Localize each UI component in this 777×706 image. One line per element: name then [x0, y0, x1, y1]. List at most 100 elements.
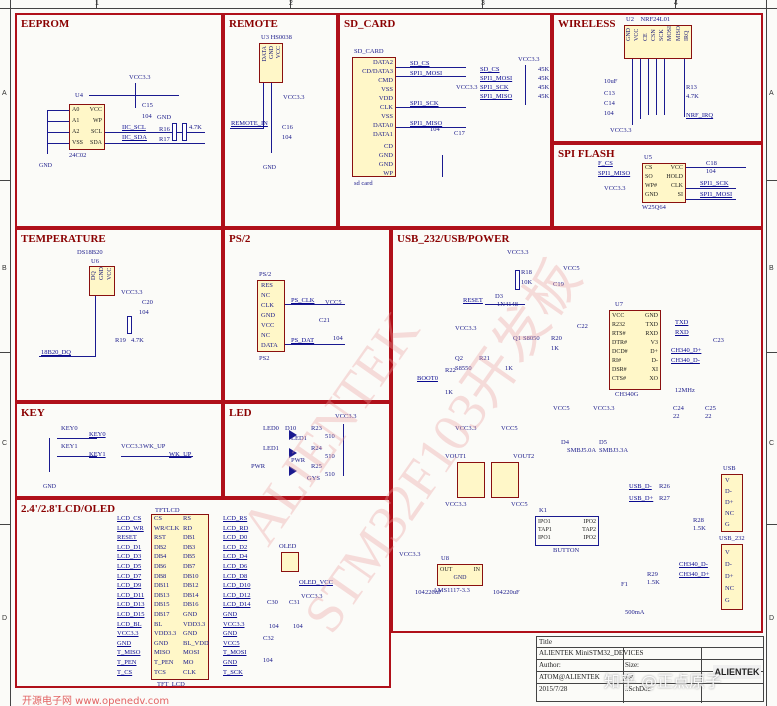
cap-c15: C15: [142, 102, 153, 109]
zone-row-b: B: [2, 265, 7, 272]
net-iic-sda: IIC_SDA: [122, 134, 147, 141]
panel-temperature: TEMPERATURE DS18B20 U6 DQ GND VCC VCC3.3…: [15, 228, 223, 402]
panel-remote: REMOTE U3 HS0038 DATA GND VCC REMOTE_IN …: [223, 13, 338, 228]
lcd-left-pin: T_PEN: [154, 659, 174, 666]
panel-title-eeprom: EEPROM: [21, 18, 70, 30]
eeprom-part: 24C02: [69, 152, 87, 159]
lcd-left-pin: DB15: [154, 601, 170, 609]
author-value: ATOM@ALIENTEK: [539, 673, 600, 681]
lcd-left-net: LCD_D11: [117, 591, 145, 599]
cap-c16: C16: [282, 124, 293, 131]
net-18b20-dq: 18B20_DQ: [41, 349, 71, 356]
lcd-right-net: LCD_D0: [223, 534, 248, 542]
zone-row-a: A: [2, 90, 7, 97]
lcd-left-pin: WR/CLK: [154, 524, 180, 532]
zone-col-1: 1: [95, 0, 99, 7]
net-remote-in: REMOTE_IN: [231, 120, 268, 127]
frame-right: [766, 0, 767, 706]
lcd-right-pin: DB5: [183, 553, 196, 561]
pwr-label: PWR: [251, 463, 266, 470]
pwr-led-icon: [289, 466, 297, 476]
usb-232-connector: V D- D+ NC G: [721, 544, 743, 610]
lcd-left-pin: GND: [154, 639, 169, 647]
lcd-left-net: LCD_D1: [117, 543, 142, 551]
frame-left: [10, 0, 11, 706]
lcd-left-net: LCD_D15: [117, 611, 145, 618]
oled-connector: [281, 552, 299, 572]
key0-label: KEY0: [61, 425, 78, 432]
oled-label: OLED: [279, 543, 297, 550]
date-value: 2015/7/28: [539, 685, 568, 693]
lcd-right-pin: DB10: [183, 572, 199, 580]
key1-label: KEY1: [61, 443, 78, 450]
zone-col-3: 3: [481, 0, 485, 7]
panel-title-wireless: WIRELESS: [558, 18, 616, 30]
panel-title-sd-card: SD_CARD: [344, 18, 396, 30]
crystal-12mhz: 12MHz: [675, 387, 695, 394]
panel-title-remote: REMOTE: [229, 18, 278, 30]
lcd-right-net: GND: [223, 611, 238, 618]
title-label: Title: [539, 638, 552, 646]
lcd-left-pin: DB13: [154, 591, 170, 599]
tftlcd-connector: [151, 514, 209, 680]
lcd-left-pin: TCS: [154, 668, 166, 676]
gnd-label: GND: [39, 163, 52, 169]
footer-watermark-right: 知乎 @正点原子: [604, 672, 722, 691]
lcd-left-net: GND: [117, 639, 132, 647]
vout1-header: [457, 462, 485, 498]
lcd-right-pin: DB16: [183, 601, 199, 609]
lcd-right-net: LCD_D12: [223, 591, 251, 599]
lcd-right-pin: BL_VDD: [183, 639, 209, 647]
lcd-left-net: LCD_WR: [117, 524, 144, 532]
panel-title-led: LED: [229, 407, 252, 419]
lcd-left-net: VCC3.3: [117, 630, 139, 638]
panel-key: KEY KEY0 KEY1 KEY0 KEY1 GND VCC3.3 WK_UP…: [15, 402, 223, 498]
net-reset: RESET: [463, 297, 483, 304]
wk-up-label: WK_UP: [143, 443, 166, 450]
panel-title-usb-power: USB_232/USB/POWER: [397, 233, 510, 245]
nrf24l01-module: GND VCC CE CSN SCK MOSI MISO IRQ: [624, 25, 692, 59]
lcd-right-pin: DB14: [183, 591, 199, 599]
lcd-left-pin: BL: [154, 620, 163, 628]
vcc-label: VCC3.3: [129, 74, 151, 81]
zone-row-c: C: [2, 440, 8, 447]
ir-receiver: DATA GND VCC: [259, 43, 283, 83]
lcd-right-pin: GND: [183, 611, 198, 618]
panel-sd-card: SD_CARD SD_CARD DATA2 CD/DATA3 CMD VSS V…: [338, 13, 552, 228]
net-ps-clk: PS_CLK: [291, 297, 315, 304]
lcd-right-net: LCD_D6: [223, 563, 248, 570]
lcd-right-net: T_MOSI: [223, 649, 247, 657]
led0-label: LED0: [263, 425, 279, 432]
led0-icon: [289, 430, 297, 440]
lcd-right-pin: VDD3.3: [183, 620, 206, 628]
panel-title-ps2: PS/2: [229, 233, 251, 245]
panel-title-spi-flash: SPI FLASH: [558, 148, 615, 160]
lcd-right-pin: RS: [183, 515, 191, 522]
lcd-left-net: LCD_CS: [117, 515, 142, 522]
lcd-right-net: LCD_D4: [223, 553, 248, 561]
lcd-right-pin: DB1: [183, 534, 196, 542]
ds18b20-sensor: DQ GND VCC: [89, 266, 115, 296]
lcd-right-net: LCD_D14: [223, 601, 251, 609]
net-boot0: BOOT0: [417, 375, 438, 382]
usb-connector: V D- D+ NC G: [721, 474, 743, 532]
sd-card-connector: DATA2 CD/DATA3 CMD VSS VDD CLK VSS DATA0…: [352, 57, 396, 177]
lcd-right-net: LCD_D10: [223, 582, 251, 590]
lcd-right-net: LCD_D8: [223, 572, 248, 580]
lcd-left-net: LCD_D5: [117, 563, 142, 570]
panel-led: LED VCC3.3 LED0 LED1 PWR D10 LED1 PWR GY…: [223, 402, 391, 498]
author-label: Author:: [539, 661, 561, 669]
panel-ps2: PS/2 PS/2 RES NC CLK GND VCC NC DATA PS2…: [223, 228, 391, 402]
zone-col-4: 4: [674, 0, 678, 7]
lcd-right-net: LCD_RD: [223, 524, 249, 532]
size-value: A4: [625, 673, 634, 681]
lcd-left-pin: DB8: [154, 572, 167, 580]
zone-col-2: 2: [289, 0, 293, 7]
net-spi1-miso: SPI1_MISO: [410, 120, 443, 127]
title-block: Title ALIENTEK MiniSTM32_DEVICES Author:…: [536, 636, 764, 703]
title-value: ALIENTEK MiniSTM32_DEVICES: [539, 649, 644, 657]
